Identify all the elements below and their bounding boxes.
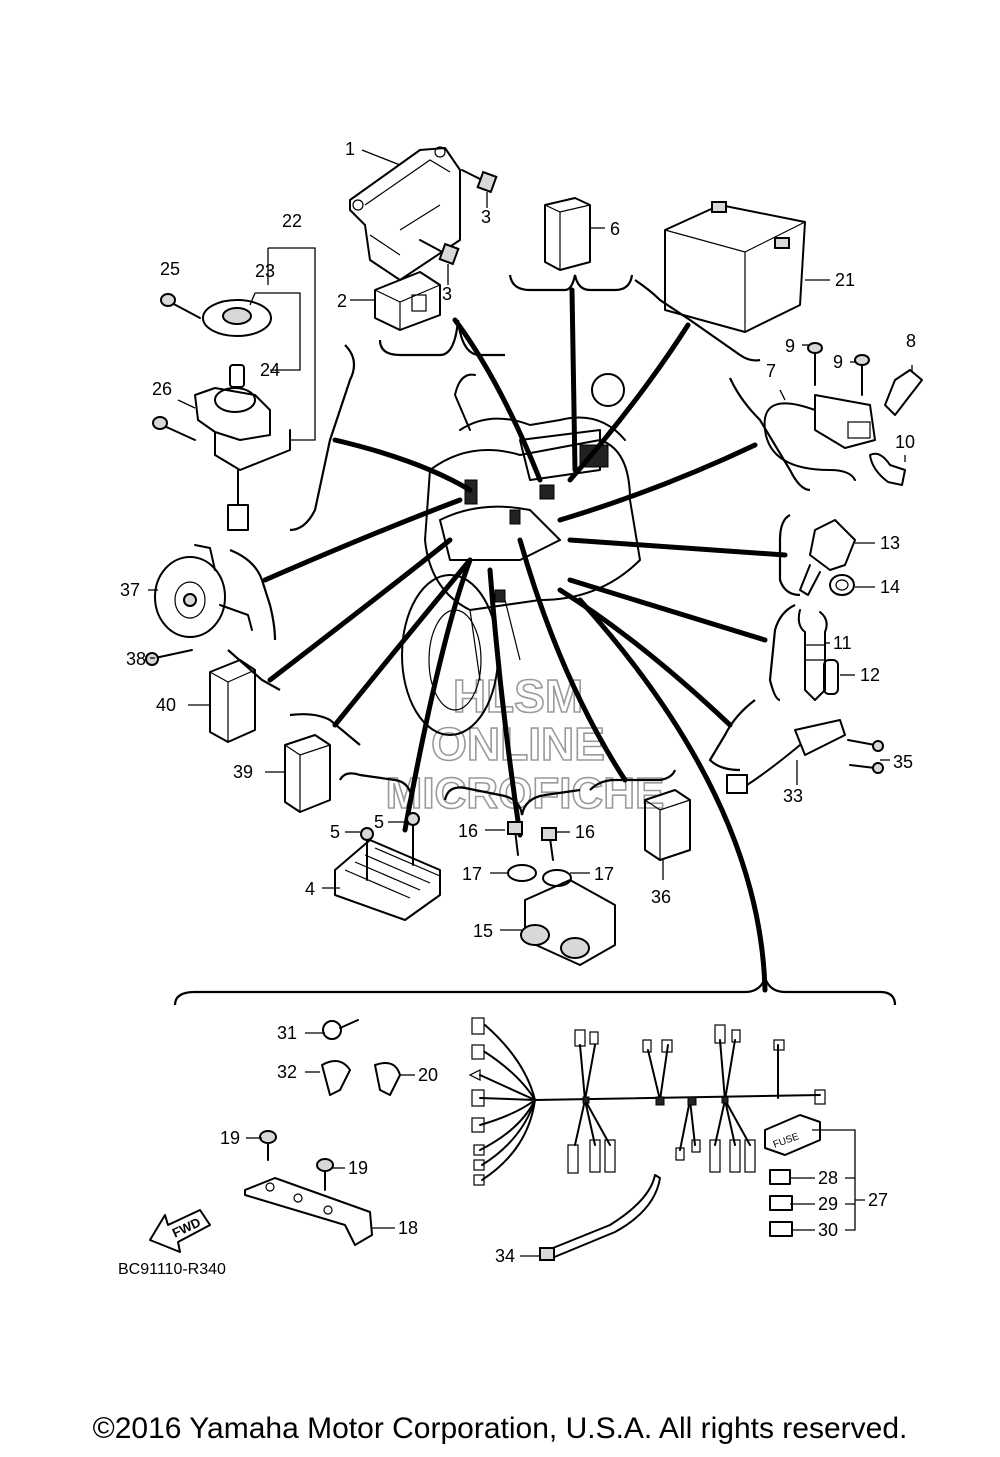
part-12-sensor-cap bbox=[823, 659, 839, 695]
callout-8: 8 bbox=[906, 331, 916, 351]
part-24-key bbox=[229, 364, 245, 388]
part-38-bolt bbox=[145, 649, 193, 666]
part-15-ecu bbox=[520, 879, 616, 966]
callout-15: 15 bbox=[473, 921, 493, 941]
part-36-relay bbox=[644, 789, 691, 861]
part-31-clip bbox=[322, 1019, 359, 1040]
part-6-relay bbox=[544, 197, 591, 271]
part-25-screw bbox=[160, 293, 201, 319]
part-8-plug-cap bbox=[884, 369, 923, 416]
main-wire-harness bbox=[468, 1017, 826, 1186]
callout-36: 36 bbox=[651, 887, 671, 907]
part-13-sensor bbox=[799, 519, 856, 596]
part-5-bolts bbox=[360, 812, 420, 881]
callout-9b: 9 bbox=[833, 352, 843, 372]
callout-1: 1 bbox=[345, 139, 355, 159]
part-35-bolts bbox=[847, 739, 884, 774]
callout-10: 10 bbox=[895, 432, 915, 452]
callout-27: 27 bbox=[868, 1190, 888, 1210]
part-32-clamp bbox=[321, 1060, 351, 1096]
part-20-clamp bbox=[374, 1062, 401, 1096]
watermark-line-2: ONLINE bbox=[431, 718, 605, 770]
part-10-plug-boot bbox=[869, 452, 906, 486]
callout-39: 39 bbox=[233, 762, 253, 782]
part-7-ignition-coil bbox=[763, 394, 876, 481]
callout-5b: 5 bbox=[374, 812, 384, 832]
part-14-gasket bbox=[829, 574, 855, 596]
callout-25: 25 bbox=[160, 259, 180, 279]
callout-40: 40 bbox=[156, 695, 176, 715]
callout-33: 33 bbox=[783, 786, 803, 806]
drawing-code: BC91110-R340 bbox=[118, 1261, 226, 1278]
callout-29: 29 bbox=[818, 1194, 838, 1214]
callout-17b: 17 bbox=[594, 864, 614, 884]
callout-11: 11 bbox=[833, 633, 852, 653]
callout-34: 34 bbox=[495, 1246, 515, 1266]
watermark: HLSM ONLINE MICROFICHE bbox=[385, 669, 665, 819]
callout-3b: 3 bbox=[442, 284, 452, 304]
callout-37: 37 bbox=[120, 580, 140, 600]
callout-16a: 16 bbox=[458, 821, 478, 841]
part-39-relay bbox=[284, 734, 331, 813]
part-27-fuse-box: FUSE bbox=[764, 1114, 821, 1156]
group-braces bbox=[173, 274, 897, 1006]
part-34-cable-tie bbox=[539, 1174, 661, 1261]
callout-3a: 3 bbox=[481, 207, 491, 227]
part-28-fuse bbox=[769, 1169, 791, 1185]
leader-lines bbox=[148, 149, 913, 1257]
part-3-bolts bbox=[419, 169, 498, 266]
callout-21: 21 bbox=[835, 270, 855, 290]
callout-19a: 19 bbox=[220, 1128, 240, 1148]
part-2-relay-cover bbox=[374, 271, 441, 331]
fuse-label: FUSE bbox=[772, 1131, 801, 1151]
callout-17a: 17 bbox=[462, 864, 482, 884]
part-22-main-switch bbox=[194, 387, 291, 531]
part-9-screws bbox=[807, 342, 870, 396]
part-18-bracket bbox=[244, 1177, 373, 1246]
part-23-key-cover bbox=[202, 299, 272, 337]
watermark-line-1: HLSM bbox=[453, 670, 583, 722]
part-16-screws bbox=[507, 821, 557, 861]
callout-14: 14 bbox=[880, 577, 900, 597]
callout-22: 22 bbox=[282, 211, 302, 231]
callout-13: 13 bbox=[880, 533, 900, 553]
callout-12: 12 bbox=[860, 665, 880, 685]
part-19-bolts bbox=[259, 1130, 334, 1191]
part-40-relay bbox=[209, 659, 256, 743]
part-11-o2-sensor bbox=[797, 609, 828, 701]
callout-18: 18 bbox=[398, 1218, 418, 1238]
part-37-horn bbox=[154, 544, 253, 638]
fwd-arrow-icon: FWD bbox=[149, 1209, 211, 1253]
callout-19b: 19 bbox=[348, 1158, 368, 1178]
part-4-rectifier-regulator bbox=[334, 839, 441, 921]
callout-2: 2 bbox=[337, 291, 347, 311]
part-29-fuse bbox=[769, 1195, 793, 1211]
callout-30: 30 bbox=[818, 1220, 838, 1240]
part-33-sensor-lead bbox=[726, 719, 846, 794]
part-1-ecu-cover bbox=[349, 146, 461, 281]
callout-5a: 5 bbox=[330, 822, 340, 842]
callout-9a: 9 bbox=[785, 336, 795, 356]
part-30-fuse bbox=[769, 1221, 793, 1237]
callout-38: 38 bbox=[126, 649, 146, 669]
part-26-screw bbox=[152, 416, 196, 441]
callout-4: 4 bbox=[305, 879, 315, 899]
part-21-battery bbox=[664, 201, 806, 333]
callout-32: 32 bbox=[277, 1062, 297, 1082]
callout-7: 7 bbox=[766, 361, 776, 381]
callout-28: 28 bbox=[818, 1168, 838, 1188]
callout-16b: 16 bbox=[575, 822, 595, 842]
copyright-notice: ©2016 Yamaha Motor Corporation, U.S.A. A… bbox=[92, 1412, 908, 1445]
callout-23: 23 bbox=[255, 261, 275, 281]
callout-35: 35 bbox=[893, 752, 913, 772]
callout-24: 24 bbox=[260, 360, 280, 380]
harness-leads bbox=[262, 287, 788, 993]
callout-6: 6 bbox=[610, 219, 620, 239]
callout-20: 20 bbox=[418, 1065, 438, 1085]
callout-31: 31 bbox=[277, 1023, 297, 1043]
watermark-line-3: MICROFICHE bbox=[386, 769, 665, 818]
callout-26: 26 bbox=[152, 379, 172, 399]
callout-labels: 1 2 3 3 4 5 5 6 7 8 9 9 10 11 12 13 14 1… bbox=[120, 139, 916, 1266]
